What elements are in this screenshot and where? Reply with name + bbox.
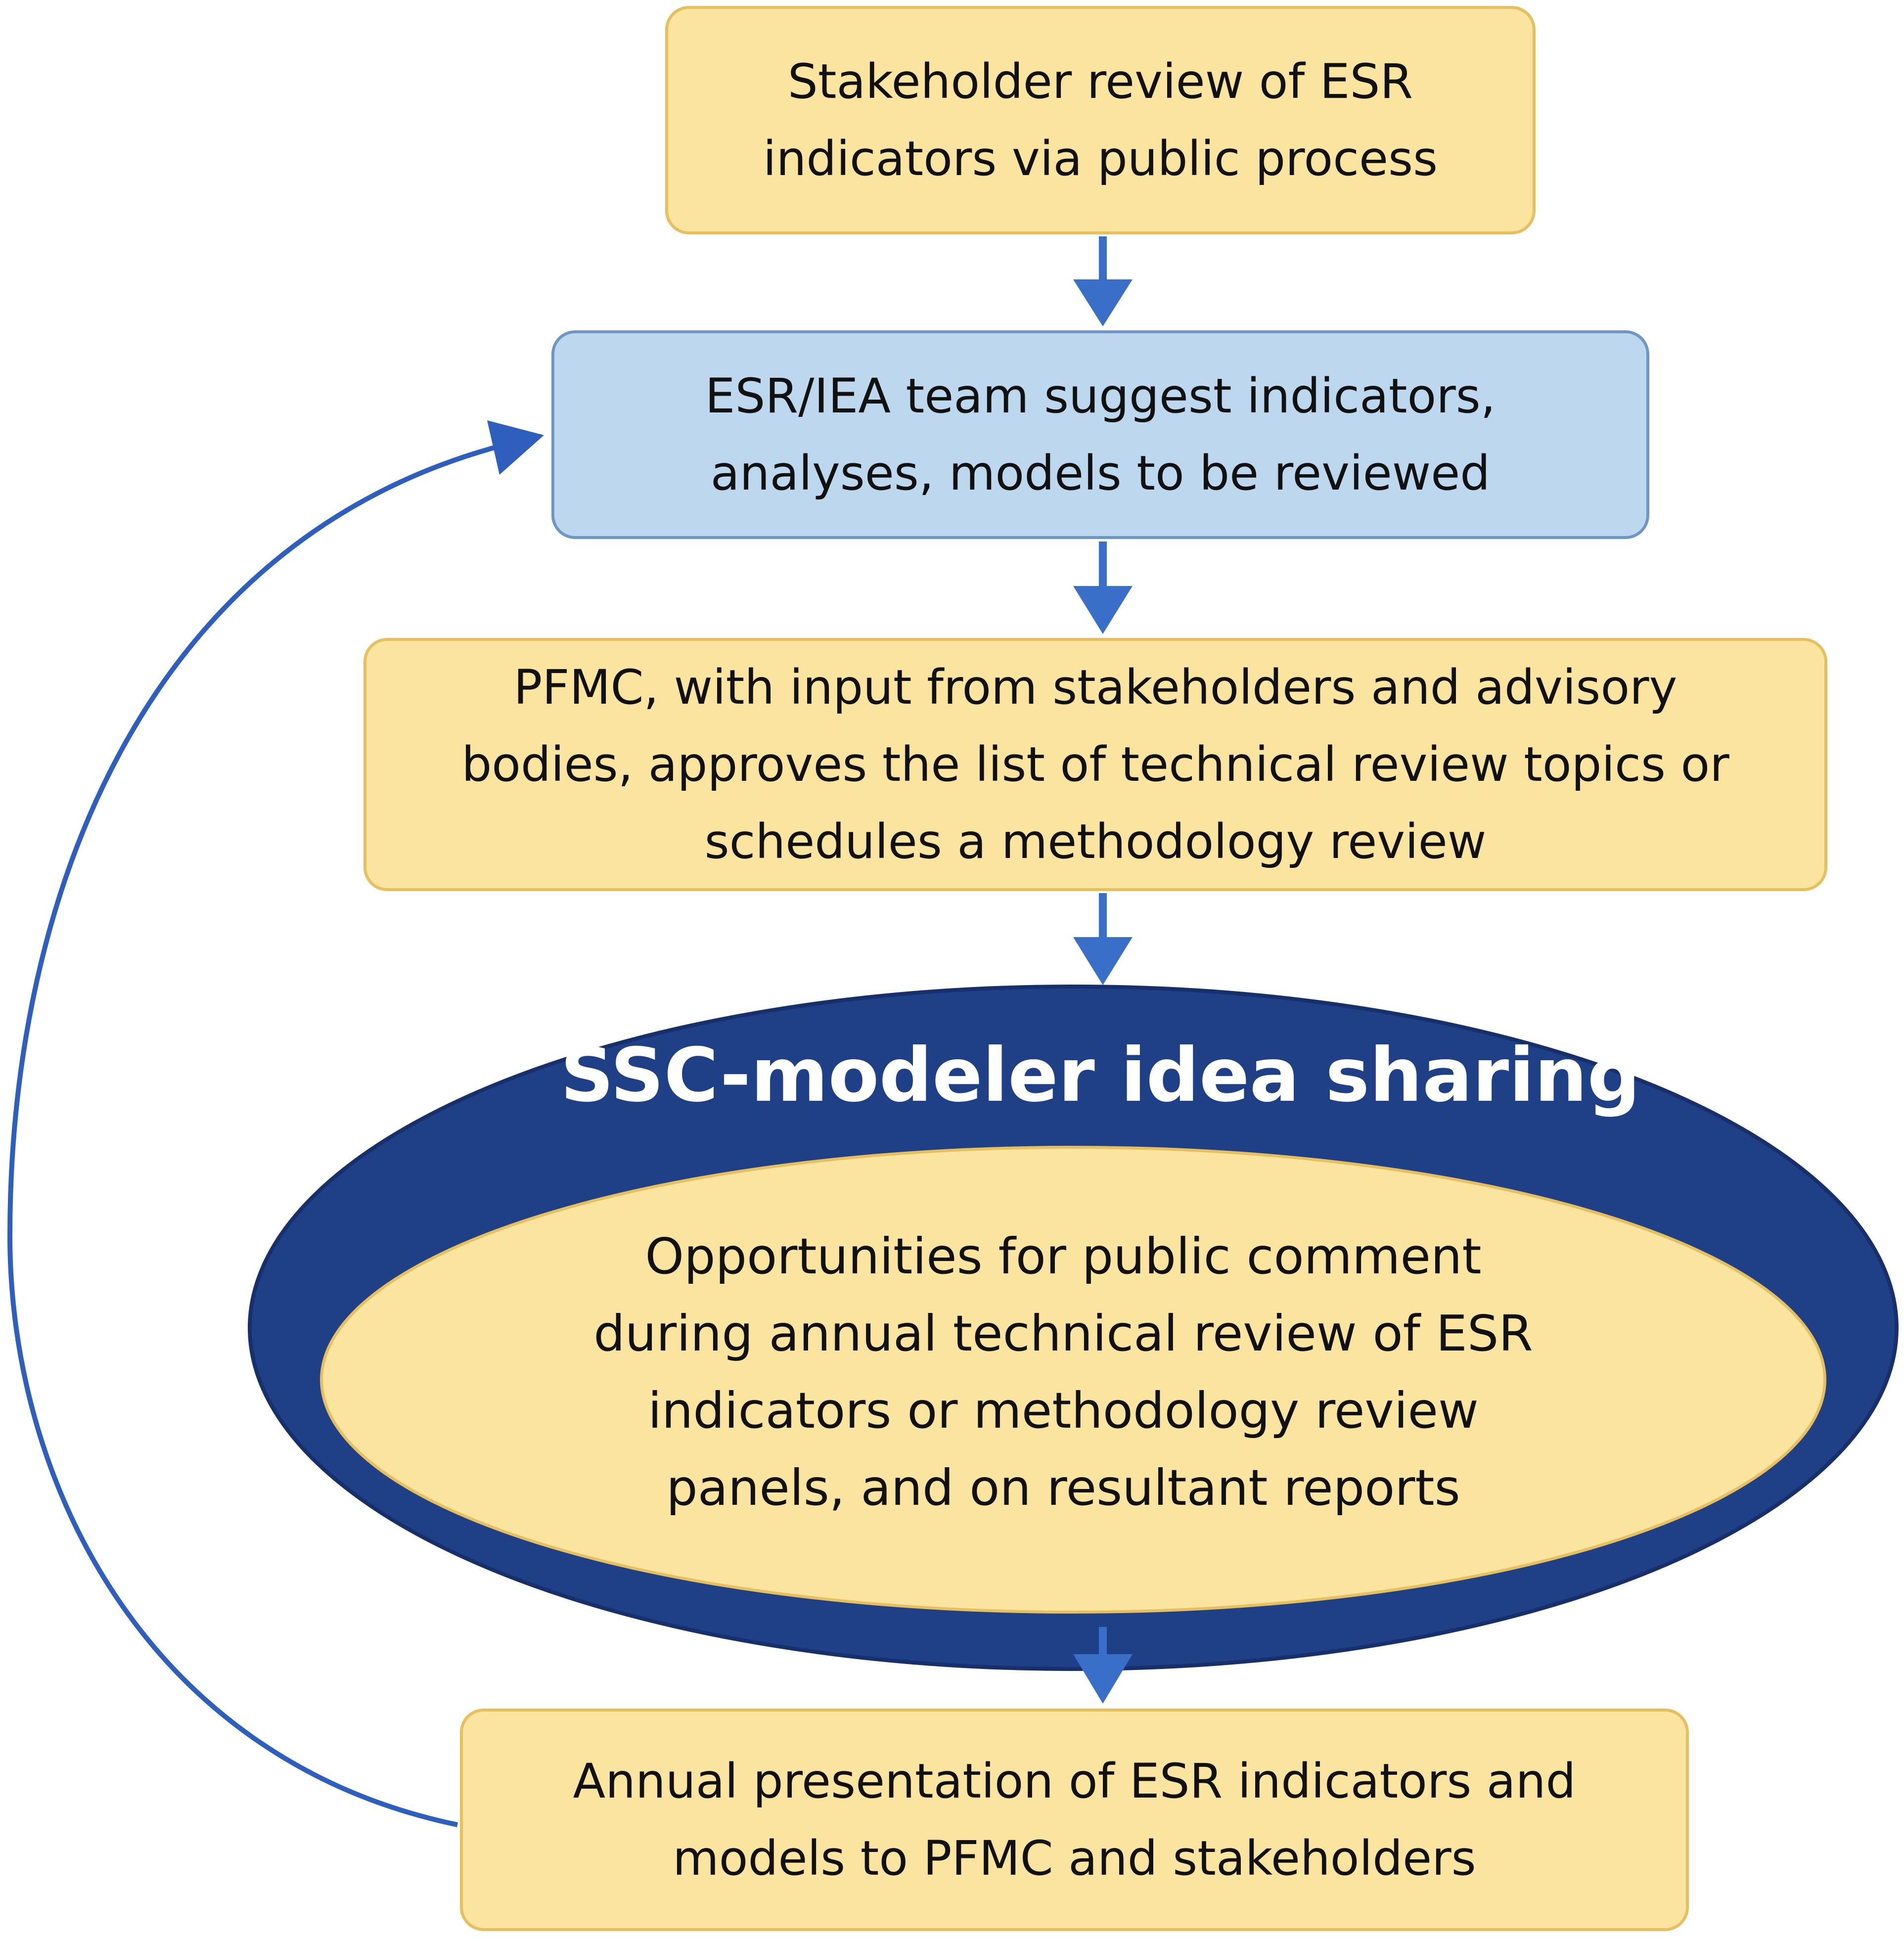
feedback-loop-arrow — [7, 420, 544, 1827]
annual-presentation-text: Annual presentation of ESR indicators an… — [573, 1754, 1576, 1886]
ellipse-title: SSC-modeler idea sharing — [560, 1033, 1640, 1119]
inner-ellipse — [320, 1146, 1826, 1614]
arrow-1-to-2 — [1073, 236, 1133, 326]
arrow-ellipse-to-4 — [1073, 1627, 1133, 1704]
stakeholder-review-box: Stakeholder review of ESR indicators via… — [665, 6, 1536, 234]
pfmc-approves-box: PFMC, with input from stakeholders and a… — [363, 638, 1827, 891]
arrow-3-to-ellipse — [1073, 893, 1133, 985]
pfmc-approves-text: PFMC, with input from stakeholders and a… — [461, 660, 1729, 869]
arrow-2-to-3 — [1073, 541, 1133, 634]
stakeholder-review-text: Stakeholder review of ESR indicators via… — [763, 54, 1438, 186]
team-suggest-box: ESR/IEA team suggest indicators, analyse… — [551, 330, 1649, 539]
ellipse-text: Opportunities for public comment during … — [593, 1227, 1533, 1517]
team-suggest-text: ESR/IEA team suggest indicators, analyse… — [705, 368, 1496, 501]
annual-presentation-box: Annual presentation of ESR indicators an… — [460, 1709, 1689, 1931]
